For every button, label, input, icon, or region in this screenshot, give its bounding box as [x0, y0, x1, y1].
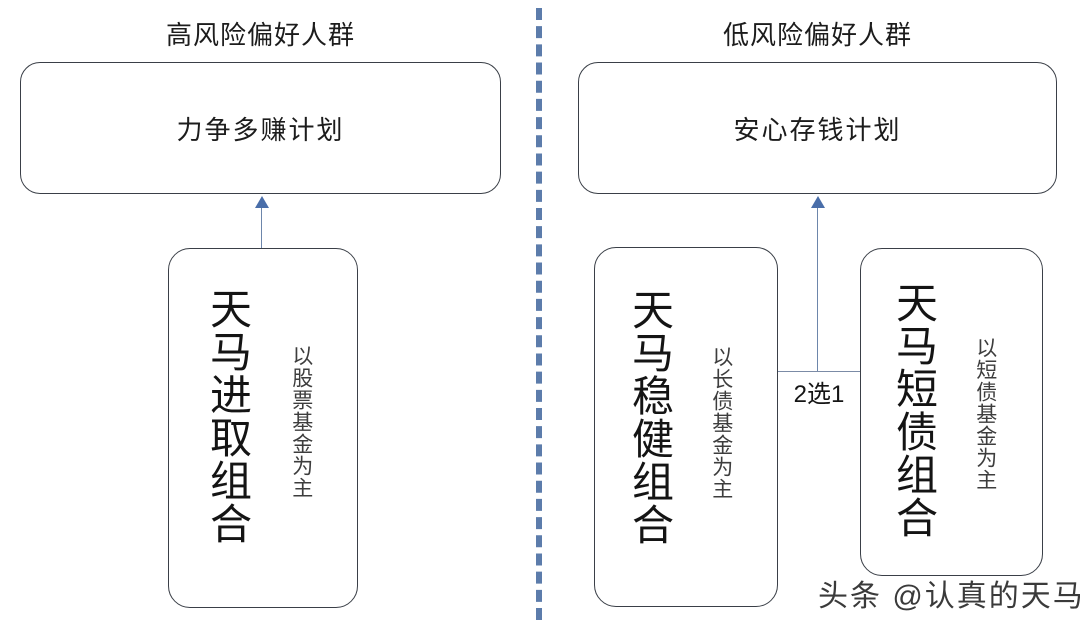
watermark: 头条 @认真的天马 — [818, 580, 1080, 613]
portfolio-note-tianma-jinqu: 以股票基金为主 — [289, 345, 313, 499]
arrow-head-high-risk — [255, 196, 269, 208]
plan-box-high-risk[interactable]: 力争多赚计划 — [20, 62, 501, 194]
portfolio-name-tianma-duanzhai: 天马短债组合 — [890, 281, 938, 539]
connector-line-high-risk — [261, 206, 263, 248]
arrow-head-low-risk — [811, 196, 825, 208]
portfolio-box-tianma-wenjian[interactable]: 天马稳健组合 以长债基金为主 — [594, 247, 778, 607]
choice-label-low-risk: 2选1 — [793, 381, 845, 408]
plan-label-low-risk: 安心存钱计划 — [733, 114, 902, 145]
choice-cell-low-risk: 2选1 — [776, 372, 862, 416]
portfolio-box-tianma-duanzhai[interactable]: 天马短债组合 以短债基金为主 — [860, 248, 1043, 576]
plan-box-low-risk[interactable]: 安心存钱计划 — [578, 62, 1057, 194]
portfolio-name-tianma-jinqu: 天马进取组合 — [204, 287, 252, 545]
portfolio-name-tianma-wenjian: 天马稳健组合 — [626, 288, 674, 546]
portfolio-note-tianma-wenjian: 以长债基金为主 — [709, 346, 733, 500]
connector-junction-low-risk — [776, 371, 862, 373]
section-title-low-risk: 低风险偏好人群 — [722, 20, 912, 50]
section-title-high-risk: 高风险偏好人群 — [165, 20, 355, 50]
panel-divider — [536, 8, 542, 620]
portfolio-box-tianma-jinqu[interactable]: 天马进取组合 以股票基金为主 — [168, 248, 358, 608]
portfolio-note-tianma-duanzhai: 以短债基金为主 — [973, 337, 997, 491]
connector-line-low-risk — [817, 206, 819, 372]
plan-label-high-risk: 力争多赚计划 — [176, 114, 345, 145]
